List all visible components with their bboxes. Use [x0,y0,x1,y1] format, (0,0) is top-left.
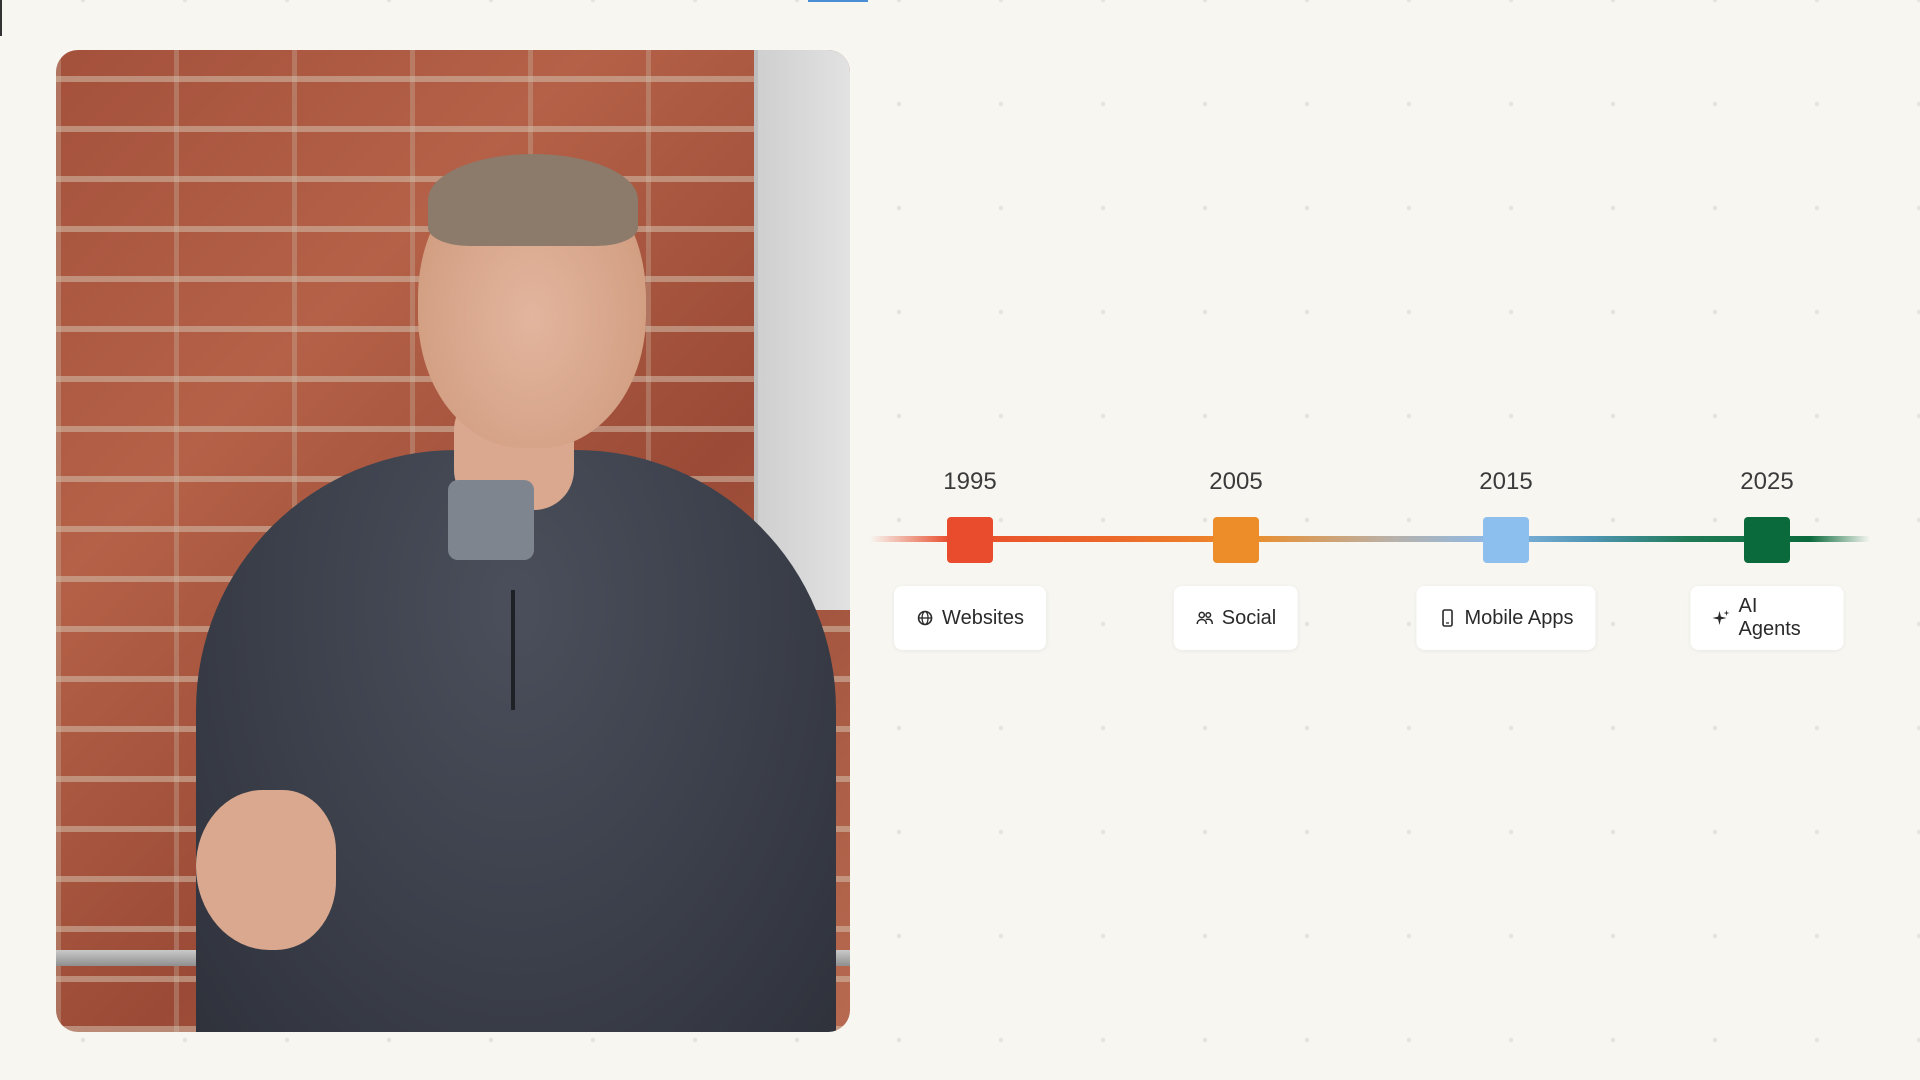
milestone-social: Social [1173,586,1299,650]
left-edge-marker [0,0,2,36]
milestone-websites: Websites [894,586,1046,650]
phone-icon [1439,609,1457,627]
whiteboard [754,50,850,610]
globe-icon [916,609,934,627]
milestone-label: Websites [942,606,1024,629]
sweater-zipper [511,590,515,710]
milestone-ai-agents: AI Agents [1690,586,1844,650]
people-icon [1196,609,1214,627]
top-accent-bar [808,0,868,2]
milestone-mobile-apps: Mobile Apps [1416,586,1596,650]
milestone-label: Mobile Apps [1464,606,1574,629]
speaker-hair [428,154,638,246]
milestone-label: AI Agents [1738,595,1801,640]
shirt-collar [448,480,534,560]
speaker-video [56,50,850,1032]
milestone-label: Social [1221,606,1277,629]
sparkle-icon [1712,609,1731,627]
speaker-hand [196,790,336,950]
